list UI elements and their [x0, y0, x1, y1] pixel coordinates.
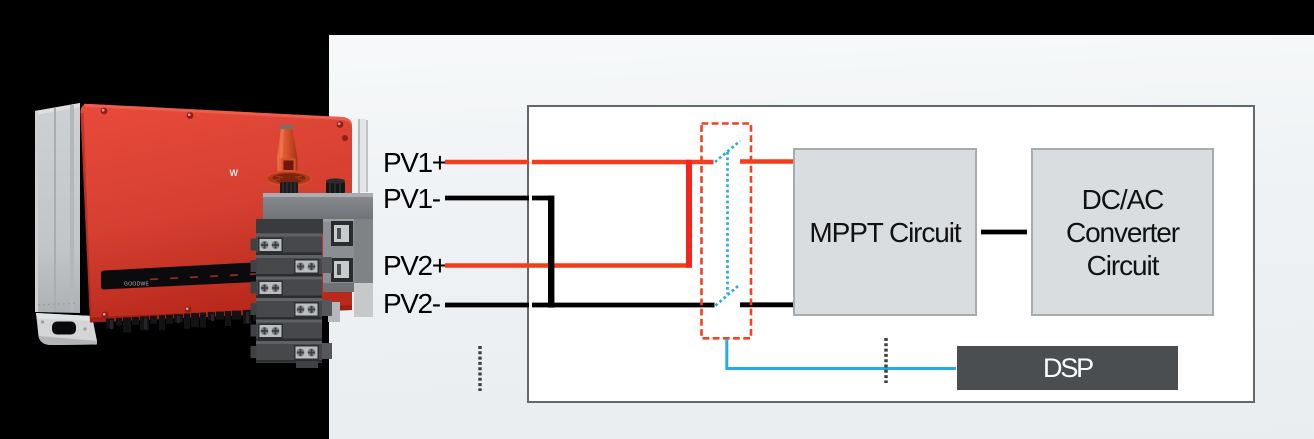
- svg-text:GOODWE: GOODWE: [124, 282, 149, 288]
- svg-text:W: W: [230, 168, 239, 178]
